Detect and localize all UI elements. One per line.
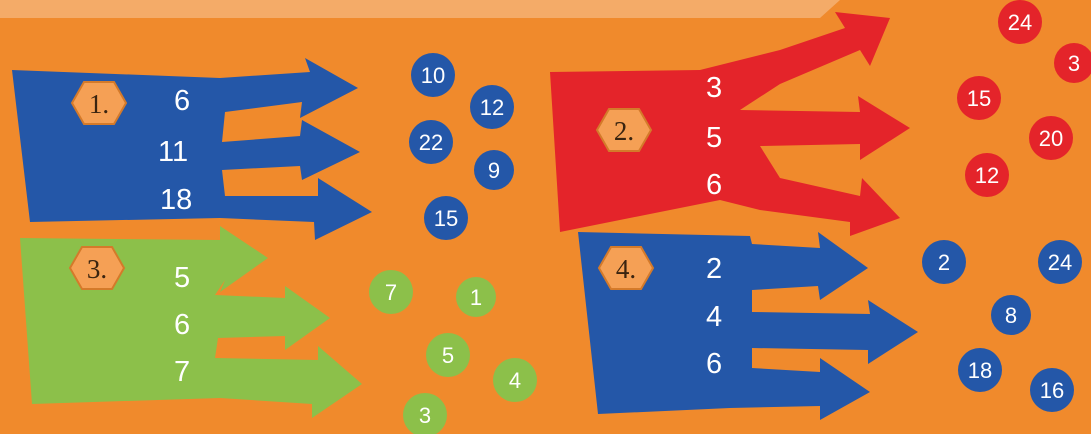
blob: 2 bbox=[922, 240, 966, 284]
svg-text:15: 15 bbox=[434, 206, 458, 231]
panel-4-number: 4 bbox=[706, 303, 722, 332]
panel-1-number: 6 bbox=[174, 87, 190, 116]
panel-2-number: 6 bbox=[706, 171, 722, 200]
svg-text:5: 5 bbox=[442, 343, 454, 368]
svg-text:4: 4 bbox=[509, 368, 521, 393]
svg-text:3: 3 bbox=[1068, 51, 1080, 76]
svg-text:2: 2 bbox=[938, 250, 950, 275]
panel-1-badge: 1. bbox=[72, 82, 126, 124]
blob: 12 bbox=[965, 153, 1009, 197]
blob: 24 bbox=[1038, 240, 1082, 284]
blob: 22 bbox=[409, 120, 453, 164]
svg-text:7: 7 bbox=[385, 280, 397, 305]
blob: 12 bbox=[470, 85, 514, 129]
blob: 20 bbox=[1029, 116, 1073, 160]
blob: 24 bbox=[998, 0, 1042, 44]
svg-text:3.: 3. bbox=[87, 254, 107, 284]
svg-text:12: 12 bbox=[975, 163, 999, 188]
panel-1-number: 11 bbox=[158, 138, 188, 167]
panel-2-badge: 2. bbox=[597, 109, 651, 151]
svg-text:24: 24 bbox=[1008, 10, 1032, 35]
svg-text:4.: 4. bbox=[616, 254, 636, 284]
blob: 7 bbox=[369, 270, 413, 314]
blob: 15 bbox=[424, 196, 468, 240]
svg-text:18: 18 bbox=[968, 358, 992, 383]
svg-text:12: 12 bbox=[480, 95, 504, 120]
svg-text:22: 22 bbox=[419, 130, 443, 155]
blob: 10 bbox=[411, 53, 455, 97]
top-highlight bbox=[0, 0, 840, 18]
svg-text:15: 15 bbox=[967, 86, 991, 111]
svg-text:9: 9 bbox=[488, 158, 500, 183]
blob: 4 bbox=[493, 358, 537, 402]
svg-text:3: 3 bbox=[419, 403, 431, 428]
svg-text:8: 8 bbox=[1005, 303, 1017, 328]
svg-text:24: 24 bbox=[1048, 250, 1072, 275]
panel-4-badge: 4. bbox=[599, 247, 653, 289]
svg-text:1: 1 bbox=[470, 285, 482, 310]
blob: 8 bbox=[991, 295, 1031, 335]
panel-4-number: 6 bbox=[706, 350, 722, 379]
panel-3-number: 7 bbox=[174, 358, 190, 387]
svg-text:10: 10 bbox=[421, 63, 445, 88]
panel-4-number: 2 bbox=[706, 255, 722, 284]
panel-2-number: 3 bbox=[706, 74, 722, 103]
blob: 9 bbox=[474, 150, 514, 190]
blob: 5 bbox=[426, 333, 470, 377]
svg-text:16: 16 bbox=[1040, 378, 1064, 403]
panel-3-number: 5 bbox=[174, 264, 190, 293]
svg-text:2.: 2. bbox=[614, 116, 634, 146]
panel-3-number: 6 bbox=[174, 311, 190, 340]
panel-2-number: 5 bbox=[706, 124, 722, 153]
svg-text:20: 20 bbox=[1039, 126, 1063, 151]
blob: 18 bbox=[958, 348, 1002, 392]
panel-3-badge: 3. bbox=[70, 247, 124, 289]
blob: 15 bbox=[957, 76, 1001, 120]
panel-1-number: 18 bbox=[160, 186, 192, 215]
blob: 1 bbox=[456, 277, 496, 317]
svg-text:1.: 1. bbox=[89, 89, 109, 119]
blob: 16 bbox=[1030, 368, 1074, 412]
